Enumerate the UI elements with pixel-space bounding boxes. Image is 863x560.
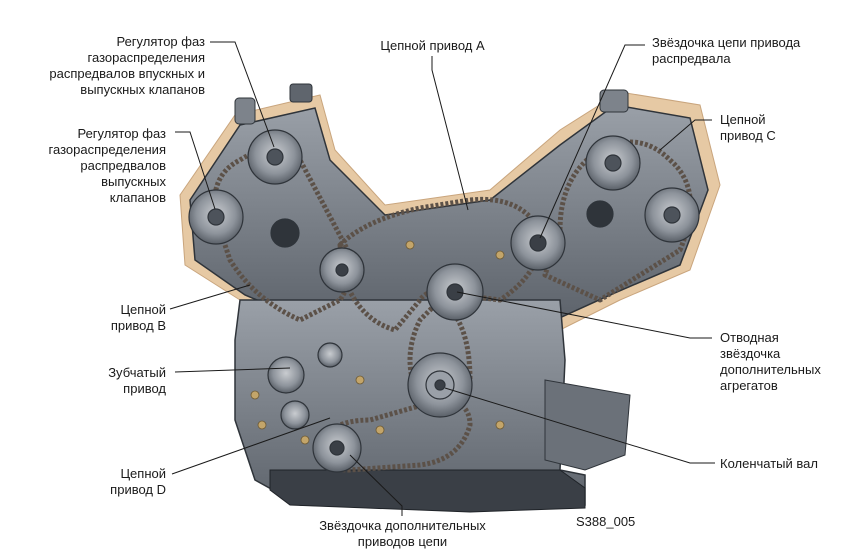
gear-drive-gear (267, 356, 305, 394)
label-chain-drive-c: Цепной привод C (720, 112, 776, 143)
leader-lines (169, 41, 715, 516)
label-chain-drive-d: Цепной привод D (110, 466, 166, 497)
leader-accessory-sprocket (456, 291, 712, 339)
leader-chain-b (169, 284, 251, 310)
label-accessory-output-sprocket: Отводная звёздочка дополнительных агрега… (720, 330, 821, 393)
leader-chain-c (659, 119, 712, 151)
label-exhaust-phase-regulator: Регулятор фаз газораспределения распредв… (48, 126, 166, 205)
figure-code: S388_005 (576, 514, 636, 529)
chain-d (316, 397, 473, 473)
sprockets (188, 129, 700, 473)
leader-chain-d (171, 417, 331, 475)
label-crankshaft: Коленчатый вал (720, 456, 818, 471)
label-camshaft-sprocket: Звёздочка цепи привода распредвала (652, 35, 801, 66)
label-chain-drive-a: Цепной привод A (380, 38, 485, 53)
leader-chain-a (431, 56, 469, 211)
chain-c (542, 139, 693, 303)
chain-b (211, 147, 354, 323)
leader-camshaft-sprocket (539, 44, 645, 239)
gear-drive-gear-2 (280, 400, 310, 430)
label-auxiliary-chain-sprocket: Звёздочка дополнительных приводов цепи (319, 518, 486, 549)
leader-intake-exhaust-regulator (210, 41, 275, 148)
leader-crankshaft (444, 387, 715, 464)
leader-gear-drive (174, 367, 291, 373)
label-chain-drive-b: Цепной привод B (110, 302, 166, 333)
engine-block (179, 83, 721, 513)
leader-exhaust-regulator (175, 131, 216, 210)
label-gear-drive: Зубчатый привод (108, 365, 166, 396)
gear-drive-gear-3 (317, 342, 343, 368)
leader-auxiliary-sprocket (349, 454, 403, 516)
label-intake-exhaust-phase-regulator: Регулятор фаз газораспределения распредв… (49, 34, 205, 97)
